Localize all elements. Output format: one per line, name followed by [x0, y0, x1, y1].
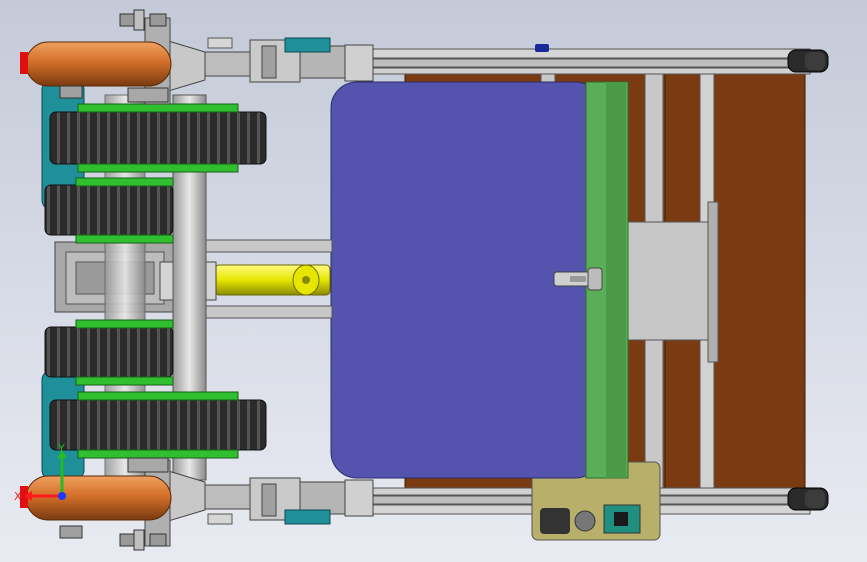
motor-box — [531, 461, 661, 541]
slide-block-edge — [707, 201, 719, 363]
caster-wheel-top — [20, 9, 172, 105]
axle-rods — [199, 239, 333, 319]
tires — [44, 103, 267, 459]
main-plate — [330, 81, 629, 479]
z-axis-point — [58, 492, 66, 500]
x-axis-arrow — [24, 491, 32, 501]
caster-wheel-bottom — [20, 457, 172, 551]
rail-top-2 — [344, 58, 811, 68]
bottom-arm — [164, 469, 374, 525]
latch-pin — [570, 276, 586, 282]
latch-knob — [587, 267, 603, 291]
green-plate-strip — [606, 82, 626, 478]
slide-block — [624, 221, 716, 341]
y-axis-arrow — [57, 450, 67, 458]
rail-top-3 — [344, 67, 811, 75]
end-cap-bottom-inner — [805, 490, 825, 508]
end-cap-top-inner — [805, 52, 825, 70]
x-axis-label: X — [14, 490, 22, 503]
y-axis-label: Y — [57, 442, 65, 455]
coordinate-triad: X Y — [14, 442, 67, 503]
blue-tab-top — [535, 44, 549, 52]
rail-top-1 — [344, 48, 811, 59]
